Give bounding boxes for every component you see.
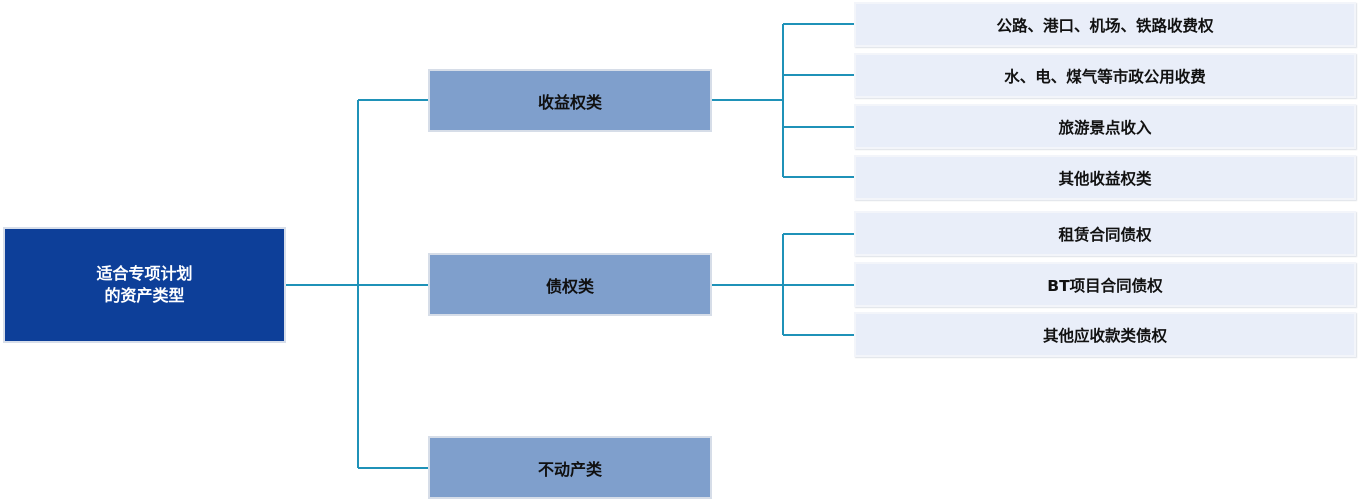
category-node-creditor-rights: 债权类 [428, 253, 712, 316]
leaf-node-lease-contract-claims: 租赁合同债权 [854, 211, 1356, 256]
root-node-asset-types: 适合专项计划 的资产类型 [3, 227, 286, 343]
leaf-node-bt-project-claims: BT项目合同债权 [854, 262, 1356, 307]
category-node-income-rights: 收益权类 [428, 69, 712, 132]
leaf-node-other-income-rights: 其他收益权类 [854, 155, 1356, 200]
leaf-node-other-receivables: 其他应收款类债权 [854, 312, 1356, 357]
leaf-node-utility-fees: 水、电、煤气等市政公用收费 [854, 53, 1356, 98]
leaf-node-toll-rights: 公路、港口、机场、铁路收费权 [854, 2, 1356, 47]
category-node-real-estate: 不动产类 [428, 436, 712, 499]
leaf-node-tourism-income: 旅游景点收入 [854, 104, 1356, 149]
